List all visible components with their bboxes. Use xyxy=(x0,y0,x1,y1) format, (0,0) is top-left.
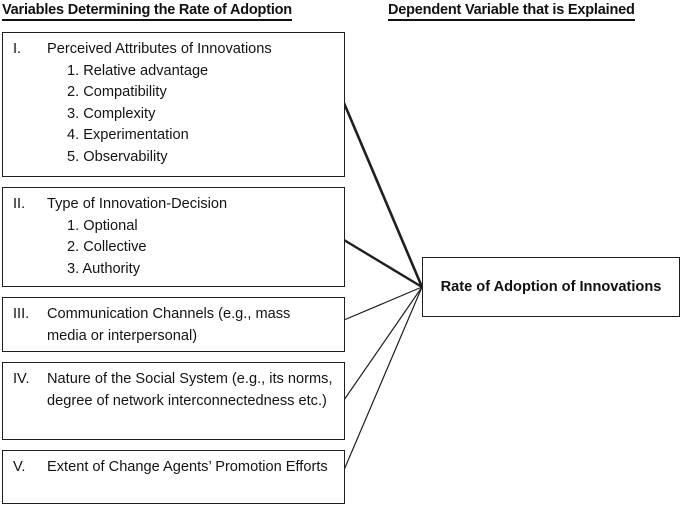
column-heading-left: Variables Determining the Rate of Adopti… xyxy=(2,2,292,21)
column-heading-right: Dependent Variable that is Explained xyxy=(388,2,635,21)
variable-box-social-system[interactable]: IV. Nature of the Social System (e.g., i… xyxy=(2,362,345,440)
variable-box-communication-channels[interactable]: III. Communication Channels (e.g., mass … xyxy=(2,297,345,352)
variable-box-change-agents[interactable]: V. Extent of Change Agents’ Promotion Ef… xyxy=(2,450,345,504)
connector-group-5 xyxy=(343,286,423,471)
connector-group-3 xyxy=(343,286,423,321)
box-content: II. Type of Innovation-Decision 1. Optio… xyxy=(3,188,344,286)
box-content: V. Extent of Change Agents’ Promotion Ef… xyxy=(3,451,344,503)
group-numeral-1: I. xyxy=(13,41,22,57)
group-numeral-4: IV. xyxy=(13,371,30,387)
connector-group-4 xyxy=(343,286,423,401)
outcome-label: Rate of Adoption of Innovations xyxy=(440,279,662,295)
group-item-1-3: 3. Complexity xyxy=(67,105,156,122)
group-heading-1: I. Perceived Attributes of Innovations xyxy=(13,39,336,61)
variable-box-perceived-attributes[interactable]: I. Perceived Attributes of Innovations 1… xyxy=(2,32,345,177)
group-title-3: Communication Channels (e.g., mass media… xyxy=(47,306,291,344)
group-heading-2: II. Type of Innovation-Decision xyxy=(13,194,336,216)
group-title-5: Extent of Change Agents’ Promotion Effor… xyxy=(47,459,328,475)
box-content: IV. Nature of the Social System (e.g., i… xyxy=(3,363,344,439)
box-content: III. Communication Channels (e.g., mass … xyxy=(3,298,344,351)
group-heading-5: V. Extent of Change Agents’ Promotion Ef… xyxy=(13,457,334,479)
outcome-box-rate-of-adoption[interactable]: Rate of Adoption of Innovations xyxy=(422,257,680,317)
group-item-1-1: 1. Relative advantage xyxy=(67,62,209,79)
group-item-2-2: 2. Collective xyxy=(67,239,147,255)
group-item-2-3: 3. Authority xyxy=(67,260,141,277)
group-numeral-5: V. xyxy=(13,459,26,475)
group-item-1-5: 5. Observability xyxy=(67,148,168,165)
variable-box-innovation-decision[interactable]: II. Type of Innovation-Decision 1. Optio… xyxy=(2,187,345,287)
group-item-1-4: 4. Experimentation xyxy=(67,127,189,143)
group-numeral-2: II. xyxy=(13,196,26,212)
box-content: Rate of Adoption of Innovations xyxy=(423,258,679,316)
group-numeral-3: III. xyxy=(13,306,30,322)
connector-group-1 xyxy=(342,102,424,288)
box-content: I. Perceived Attributes of Innovations 1… xyxy=(3,33,344,176)
group-title-4: Nature of the Social System (e.g., its n… xyxy=(47,371,333,409)
group-title-2: Type of Innovation-Decision xyxy=(47,196,228,212)
group-item-2-1: 1. Optional xyxy=(67,217,138,234)
group-title-1: Perceived Attributes of Innovations xyxy=(47,41,272,57)
connector-group-2 xyxy=(343,238,423,289)
group-heading-4: IV. Nature of the Social System (e.g., i… xyxy=(13,369,334,412)
group-heading-3: III. Communication Channels (e.g., mass … xyxy=(13,304,334,347)
group-item-1-2: 2. Compatibility xyxy=(67,84,167,100)
